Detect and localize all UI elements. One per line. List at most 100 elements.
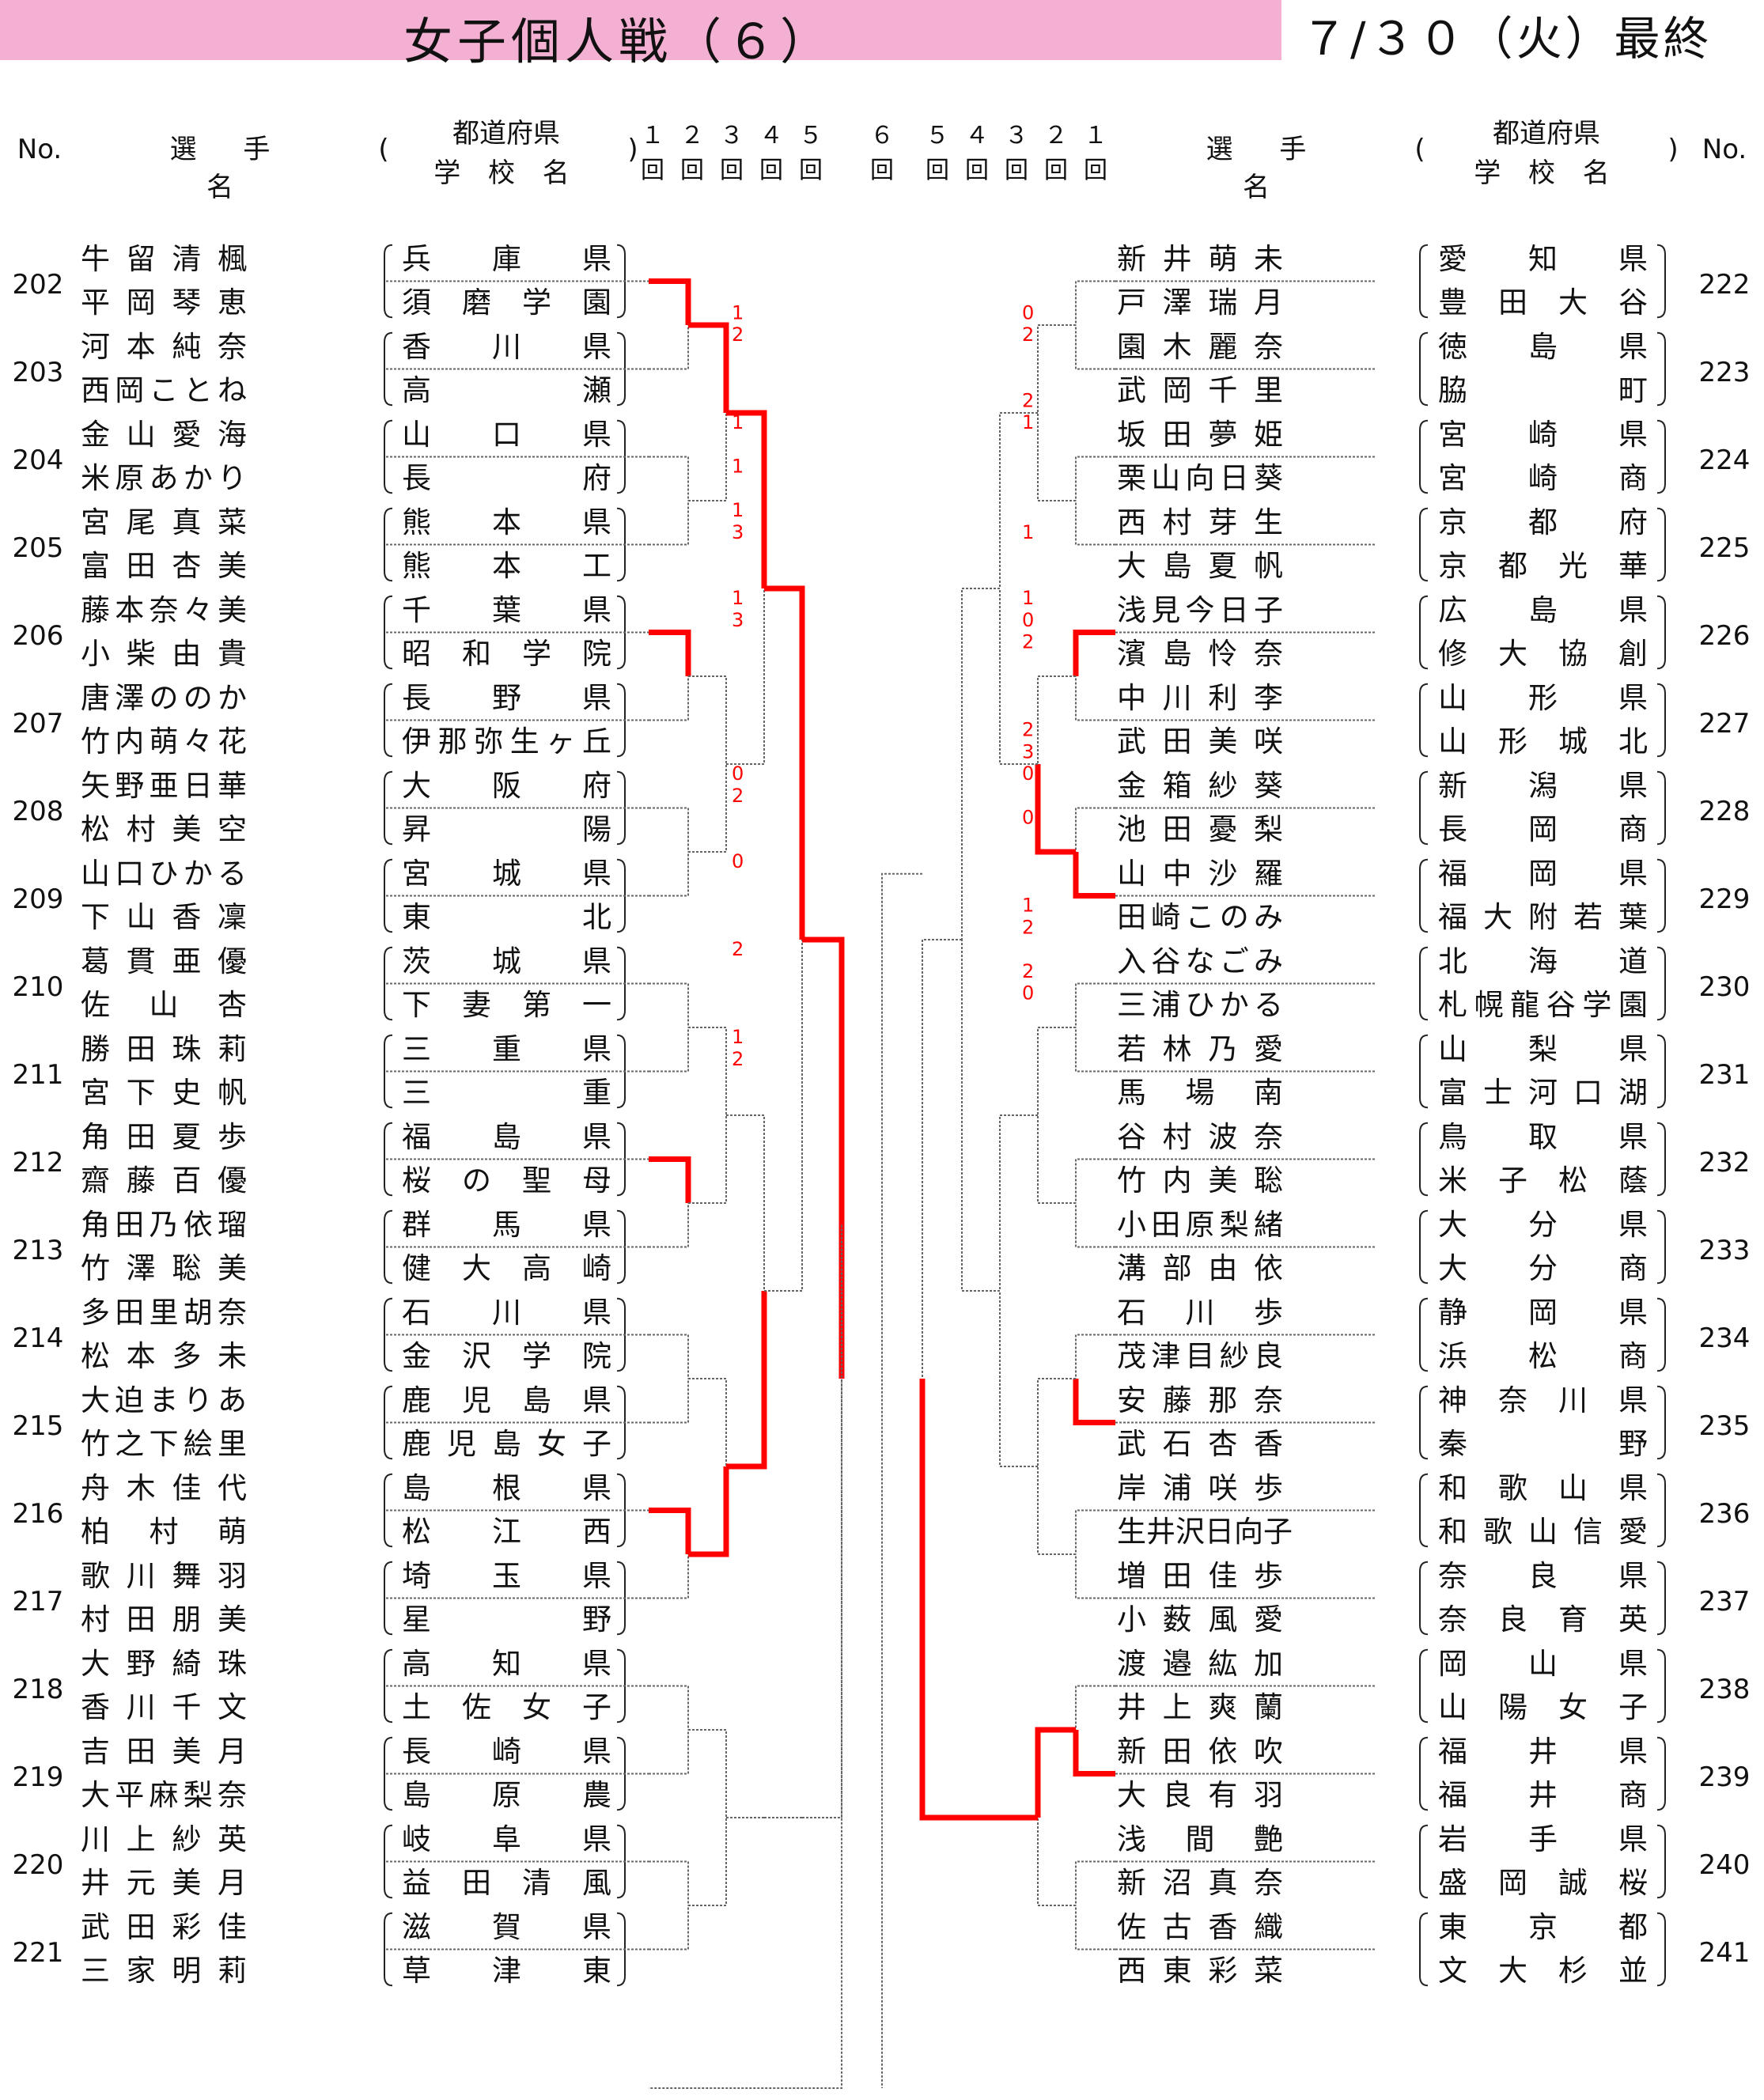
- header-paren-close-left: ): [627, 134, 638, 165]
- right-player-name: 山中沙羅: [1117, 856, 1283, 891]
- right-player-name: 安藤那奈: [1117, 1383, 1283, 1417]
- title-bar: [0, 0, 1281, 60]
- right-player-name: 田崎このみ: [1117, 900, 1283, 935]
- school-brace: [384, 858, 393, 933]
- left-player-name: 川上紗英: [81, 1822, 247, 1856]
- right-bracket-line: [1075, 676, 1115, 721]
- right-school-name: 北海道: [1438, 944, 1648, 978]
- left-player-name: 大平麻梨奈: [81, 1778, 247, 1813]
- left-entry-no: 211: [12, 1058, 64, 1091]
- right-school-name: 文大杉並: [1438, 1954, 1648, 1988]
- left-player-name: 松村美空: [81, 812, 247, 847]
- right-player-name: 佐古香織: [1117, 1909, 1283, 1944]
- page-date: ７/３０（火）最終: [1301, 12, 1713, 66]
- right-score: 0: [1022, 301, 1034, 324]
- school-brace: [1419, 1736, 1429, 1811]
- right-school-name: 福井商: [1438, 1778, 1648, 1813]
- left-entry-no: 220: [12, 1848, 64, 1881]
- left-bracket-line: [802, 936, 845, 1379]
- left-entry-no: 219: [12, 1761, 64, 1793]
- left-school-name: 大阪府: [402, 768, 611, 803]
- left-school-name: 埼玉県: [402, 1558, 611, 1593]
- left-score: 2: [732, 324, 744, 346]
- right-entry-no: 229: [1698, 883, 1751, 915]
- right-bracket-line: [1075, 1158, 1115, 1203]
- right-bracket-line: [1075, 807, 1115, 852]
- right-entry-no: 235: [1698, 1409, 1751, 1442]
- school-brace: [1656, 1034, 1666, 1109]
- left-school-name: 香川県: [402, 329, 611, 364]
- right-entry-no: 236: [1698, 1497, 1751, 1530]
- left-school-name: 三重: [402, 1076, 611, 1111]
- right-school-name: 大分県: [1438, 1207, 1648, 1242]
- right-bracket-line: [1037, 675, 1076, 764]
- round-number: １: [641, 122, 664, 149]
- school-brace: [1419, 1648, 1429, 1724]
- header-paren-open-right: (: [1414, 134, 1425, 165]
- left-player-name: 宮下史帆: [81, 1076, 247, 1111]
- right-entry-no: 237: [1698, 1585, 1751, 1618]
- school-brace: [1419, 770, 1429, 846]
- right-bracket-line: [999, 1291, 1038, 1467]
- right-player-name: 茂津目紗良: [1117, 1339, 1283, 1374]
- left-player-name: 葛貫亜優: [81, 944, 247, 978]
- right-entry-no: 234: [1698, 1322, 1751, 1354]
- right-school-name: 宮崎県: [1438, 417, 1648, 452]
- right-school-name: 東京都: [1438, 1909, 1648, 1944]
- right-entry-no: 239: [1698, 1761, 1751, 1793]
- school-brace: [1656, 1385, 1666, 1460]
- school-brace: [384, 1034, 393, 1109]
- right-school-name: 和歌山県: [1438, 1470, 1648, 1505]
- right-bracket-line: [961, 588, 1000, 940]
- left-school-name: 長府: [402, 461, 611, 496]
- right-school-name: 宮崎商: [1438, 461, 1648, 496]
- left-player-name: 角田乃依瑠: [81, 1207, 247, 1242]
- left-school-name: 熊本県: [402, 505, 611, 539]
- school-brace: [1656, 858, 1666, 933]
- header-school-right: 学 校 名: [1474, 157, 1619, 189]
- right-player-name: 溝部由依: [1117, 1251, 1283, 1286]
- right-player-name: 西村芽生: [1117, 505, 1283, 539]
- left-bracket-line: [726, 410, 767, 588]
- right-player-name: 新田依吹: [1117, 1734, 1283, 1769]
- school-brace: [1656, 683, 1666, 758]
- left-bracket-line: [649, 1554, 689, 1599]
- school-brace: [1419, 244, 1429, 319]
- left-bracket-line: [649, 1379, 689, 1424]
- right-player-name: 大良有羽: [1117, 1778, 1283, 1813]
- left-entry-no: 207: [12, 707, 64, 740]
- right-school-name: 修大協創: [1438, 637, 1648, 672]
- round-suffix: 回: [680, 157, 704, 184]
- right-bracket-line: [1037, 1378, 1076, 1466]
- right-player-name: 中川利李: [1117, 680, 1283, 715]
- school-brace: [1419, 507, 1429, 582]
- right-score: 2: [1022, 631, 1034, 653]
- final-line: [649, 1224, 842, 2089]
- header-paren-open-left: (: [378, 134, 389, 165]
- school-brace: [1656, 1648, 1666, 1724]
- header-pref-left: 都道府県: [452, 118, 560, 149]
- school-brace: [1656, 770, 1666, 846]
- right-score: 1: [1022, 411, 1034, 433]
- right-score: 3: [1022, 740, 1034, 762]
- left-entry-no: 216: [12, 1497, 64, 1530]
- left-score: 1: [732, 499, 744, 521]
- right-bracket-line: [1075, 1203, 1115, 1248]
- left-school-name: 鹿児島女子: [402, 1427, 611, 1462]
- left-entry-no: 221: [12, 1936, 64, 1969]
- right-bracket-line: [1075, 1554, 1115, 1599]
- left-player-name: 佐山杏: [81, 988, 247, 1023]
- left-player-name: 井元美月: [81, 1866, 247, 1901]
- left-bracket-line: [649, 501, 689, 546]
- right-school-name: 盛岡誠桜: [1438, 1866, 1648, 1901]
- round-suffix: 回: [720, 157, 744, 184]
- left-bracket-line: [726, 1291, 767, 1470]
- left-school-name: 高瀬: [402, 373, 611, 408]
- left-entry-no: 214: [12, 1322, 64, 1354]
- left-school-name: 石川県: [402, 1295, 611, 1330]
- left-player-name: 村田朋美: [81, 1602, 247, 1637]
- right-school-name: 富士河口湖: [1438, 1076, 1648, 1111]
- school-brace: [384, 1209, 393, 1285]
